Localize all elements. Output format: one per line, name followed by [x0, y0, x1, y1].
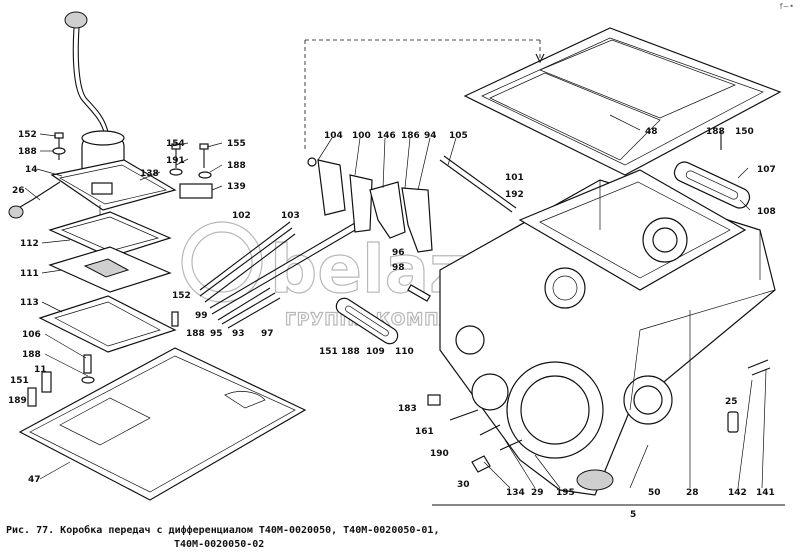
callout-label: 26	[12, 186, 25, 196]
callout-label: 11	[34, 365, 47, 375]
gear-lever-assembly	[8, 11, 213, 219]
callout-label: 141	[756, 488, 775, 498]
callout-label: 98	[392, 263, 405, 273]
callout-label: 142	[728, 488, 747, 498]
callout-label: 154	[166, 139, 185, 149]
callout-label: 105	[449, 131, 468, 141]
leader-lines	[24, 114, 767, 489]
watermark-main-text: belaz	[270, 231, 468, 308]
callout-label: 30	[457, 480, 470, 490]
callout-label: 150	[735, 127, 754, 137]
callout-label: 189	[8, 396, 27, 406]
callout-label: 103	[281, 211, 300, 221]
callout-label: 106	[22, 330, 41, 340]
callout-label: 112	[20, 239, 39, 249]
callout-label: 48	[645, 127, 658, 137]
callout-label: 5	[630, 510, 636, 520]
callout-label: 183	[398, 404, 417, 414]
callout-label: 146	[377, 131, 396, 141]
callout-label: 139	[227, 182, 246, 192]
callout-label: 195	[556, 488, 575, 498]
callout-label: 188	[186, 329, 205, 339]
callout-label: 109	[366, 347, 385, 357]
callout-label: 100	[352, 131, 371, 141]
slotted-plate	[335, 155, 517, 345]
callout-label: 155	[227, 139, 246, 149]
callout-label: 192	[505, 190, 524, 200]
bottom-cover-plate	[18, 347, 307, 501]
callout-label: 188	[227, 161, 246, 171]
callout-label: 188	[22, 350, 41, 360]
callout-label: 96	[392, 248, 405, 258]
shift-rods	[171, 219, 363, 329]
callout-label: 94	[424, 131, 437, 141]
callout-label: 188	[341, 347, 360, 357]
callout-label: 138	[140, 169, 159, 179]
housing-studs	[427, 359, 771, 473]
callout-label: 108	[757, 207, 776, 217]
top-cover-gasket	[304, 27, 782, 176]
callout-label: 113	[20, 298, 39, 308]
right-slotted-plate	[673, 130, 751, 209]
callout-label: 28	[686, 488, 699, 498]
callout-label: 29	[531, 488, 544, 498]
shift-forks	[307, 157, 433, 302]
callout-label: 188	[18, 147, 37, 157]
callout-label: 188	[706, 127, 725, 137]
callout-label: 151	[10, 376, 29, 386]
callout-label: 110	[395, 347, 414, 357]
left-bolts	[52, 132, 212, 179]
callout-label: 93	[232, 329, 245, 339]
gasket-stack	[38, 205, 177, 353]
callout-label: 151	[319, 347, 338, 357]
callout-label: 134	[506, 488, 525, 498]
callout-label: 152	[172, 291, 191, 301]
callout-label: 111	[20, 269, 39, 279]
callout-label: 47	[28, 475, 41, 485]
callout-label: 102	[232, 211, 251, 221]
callout-labels: 152 188 14 26 154 191 138 155 188 139 11…	[8, 127, 776, 520]
callout-label: 14	[25, 165, 38, 175]
callout-label: 25	[725, 397, 738, 407]
callout-label: 50	[648, 488, 661, 498]
caption-line-2: Т40М-0020050-02	[174, 539, 265, 550]
callout-label: 191	[166, 156, 185, 166]
callout-label: 104	[324, 131, 343, 141]
callout-label: 152	[18, 130, 37, 140]
callout-label: 101	[505, 173, 524, 183]
corner-mark: f~•	[779, 2, 794, 11]
callout-label: 95	[210, 329, 223, 339]
callout-label: 190	[430, 449, 449, 459]
callout-label: 161	[415, 427, 434, 437]
callout-label: 107	[757, 165, 776, 175]
callout-label: 99	[195, 311, 208, 321]
gearbox-housing	[439, 169, 776, 496]
callout-label: 186	[401, 131, 420, 141]
figure-caption: Рис. 77. Коробка передач с дифференциало…	[6, 524, 526, 552]
callout-label: 97	[261, 329, 274, 339]
caption-line-1: Рис. 77. Коробка передач с дифференциало…	[6, 525, 440, 536]
